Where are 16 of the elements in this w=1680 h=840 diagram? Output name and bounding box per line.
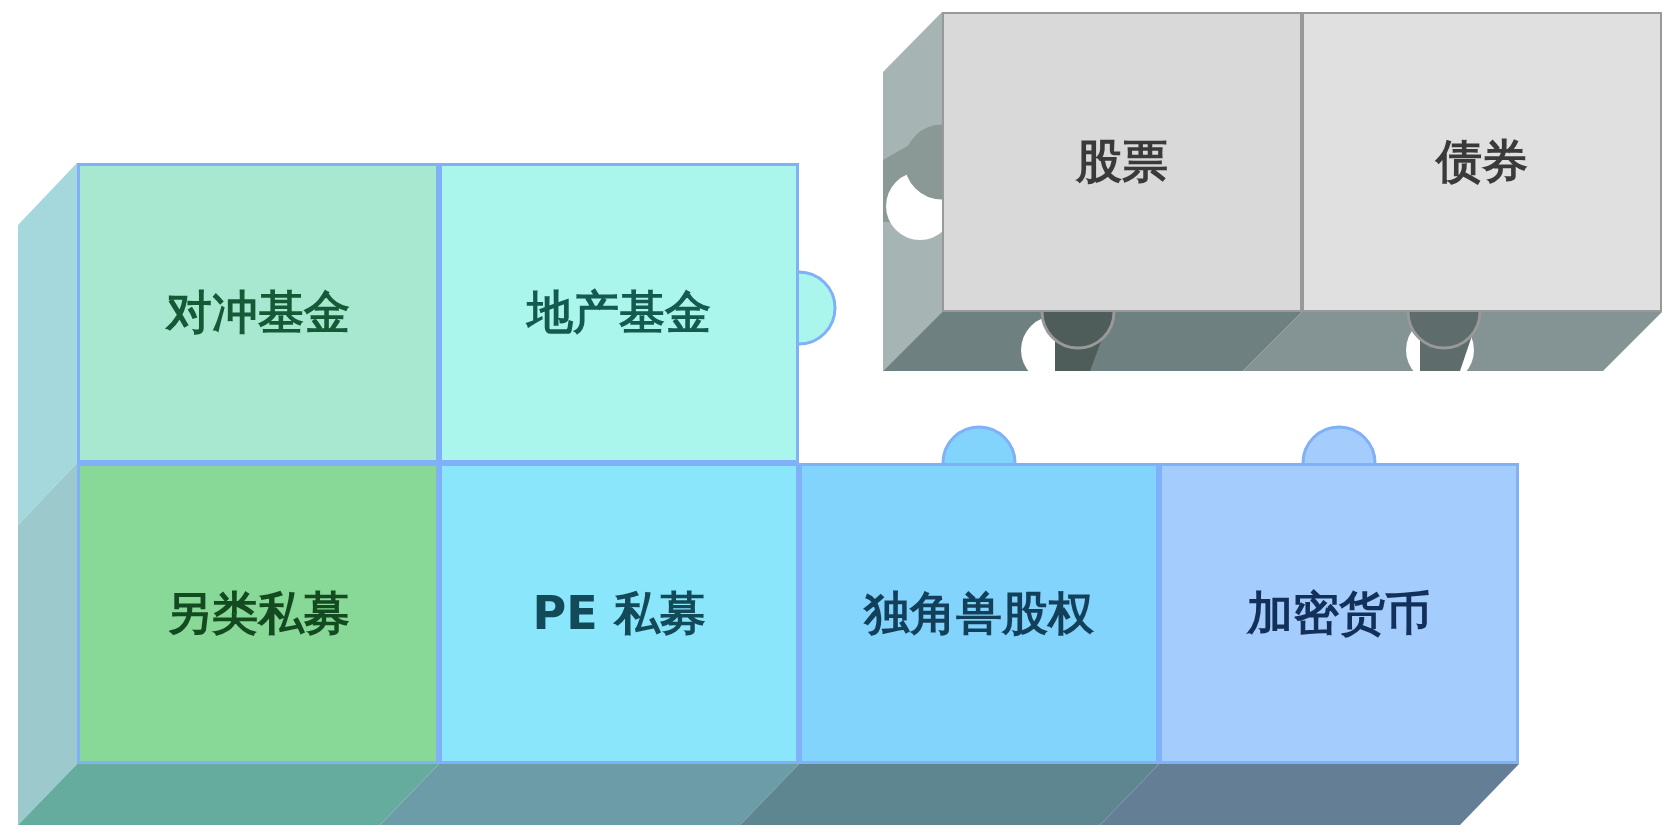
- puzzle-piece: [1159, 463, 1519, 764]
- piece-label: 独角兽股权: [864, 584, 1094, 642]
- piece-label: 债券: [1436, 133, 1528, 190]
- puzzle-piece: [439, 163, 799, 463]
- puzzle-piece: [439, 463, 799, 764]
- piece-label: 对冲基金: [166, 284, 350, 341]
- piece-label: 股票: [1076, 133, 1168, 190]
- piece-label: PE 私募: [532, 584, 706, 642]
- puzzle-piece: [942, 12, 1302, 312]
- piece-label: 地产基金: [527, 284, 711, 341]
- piece-label: 加密货币: [1247, 584, 1431, 642]
- puzzle-piece: [799, 463, 1159, 764]
- puzzle-piece: [77, 463, 439, 764]
- piece-label: 另类私募: [166, 584, 350, 642]
- puzzle-piece: [77, 163, 439, 463]
- puzzle-piece: [1302, 12, 1662, 312]
